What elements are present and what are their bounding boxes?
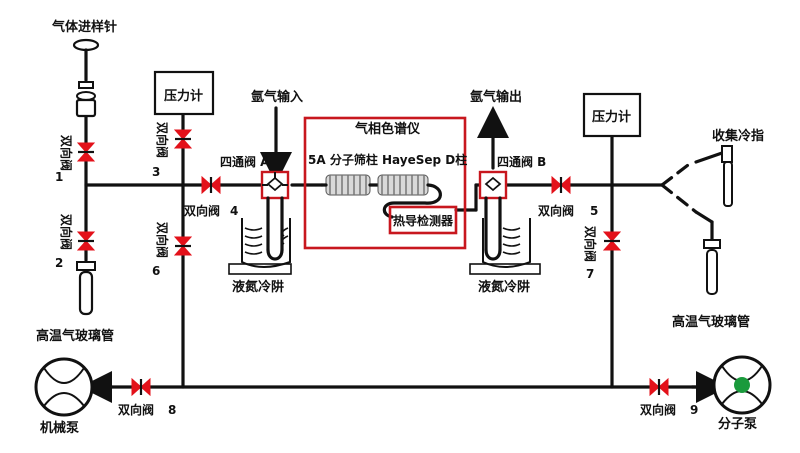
valve-2-num: 2: [55, 256, 63, 270]
mechanical-pump-label: 机械泵: [40, 420, 79, 436]
valve-3: 双向阀 3: [152, 122, 193, 179]
four-way-valve-a: 四通阀 A: [220, 154, 290, 200]
gas-inlet-needle-label: 气体进样针: [52, 19, 117, 35]
valve-5-name: 双向阀: [538, 203, 574, 218]
tcd-label: 热导检测器: [393, 213, 454, 228]
valve-2: 双向阀 2: [55, 214, 96, 270]
valve-6-num: 6: [152, 264, 160, 278]
pressure-gauge-right-label: 压力计: [592, 109, 631, 125]
valve-4: 双向阀 4: [184, 175, 238, 218]
argon-in-label: 氩气输入: [251, 89, 303, 105]
cold-trap-left: 液氮冷阱: [228, 196, 292, 295]
collect-finger-label: 收集冷指: [712, 128, 764, 144]
valve-9: 双向阀 9: [640, 377, 698, 417]
valve-9-name: 双向阀: [640, 402, 676, 417]
four-way-valve-b: 四通阀 B: [478, 154, 546, 200]
column-5a-label: 5A 分子筛柱: [308, 152, 378, 167]
cold-trap-right: 液氮冷阱: [469, 196, 541, 295]
cold-trap-left-label: 液氮冷阱: [232, 279, 284, 295]
mechanical-pump: 机械泵: [34, 357, 94, 436]
pipes: [80, 106, 728, 403]
pressure-gauge-right: 压力计: [582, 92, 642, 138]
hot-glass-tube-right-label: 高温气玻璃管: [672, 314, 750, 330]
pressure-gauge-left: 压力计: [153, 70, 215, 116]
argon-out-label: 氩气输出: [470, 89, 522, 105]
valve-2-name: 双向阀: [59, 214, 74, 250]
valve-1-num: 1: [55, 170, 63, 184]
valve-7: 双向阀 7: [583, 226, 622, 281]
valve-6: 双向阀 6: [152, 222, 193, 278]
pressure-gauge-left-label: 压力计: [164, 88, 203, 104]
gc-instrument: 气相色谱仪 5A 分子筛柱 HayeSep D柱 热导检测器: [303, 116, 467, 250]
hot-glass-tube-right: 高温气玻璃管: [672, 220, 750, 330]
valve-6-name: 双向阀: [155, 222, 170, 258]
valve-7-num: 7: [586, 267, 594, 281]
valve-4-name: 双向阀: [184, 203, 220, 218]
column-hayesep-coil: [377, 174, 429, 196]
four-way-valve-b-label: 四通阀 B: [497, 154, 546, 169]
valve-8: 双向阀 8: [118, 377, 176, 417]
hot-glass-tube-left-label: 高温气玻璃管: [36, 328, 114, 344]
four-way-valve-a-label: 四通阀 A: [220, 154, 270, 169]
valve-5: 双向阀 5: [538, 175, 598, 218]
valve-1-name: 双向阀: [59, 135, 74, 171]
collect-finger: 收集冷指: [712, 128, 764, 207]
valve-4-num: 4: [230, 204, 238, 218]
hot-glass-tube-left: 高温气玻璃管: [36, 261, 114, 344]
valve-8-name: 双向阀: [118, 402, 154, 417]
gc-label: 气相色谱仪: [355, 121, 421, 137]
column-5a-coil: [325, 174, 371, 196]
valve-8-num: 8: [168, 403, 176, 417]
valve-1: 双向阀 1: [55, 135, 96, 184]
cold-trap-right-label: 液氮冷阱: [478, 279, 530, 295]
column-hayesep-label: HayeSep D柱: [382, 152, 467, 167]
valve-3-name: 双向阀: [155, 122, 170, 158]
valve-9-num: 9: [690, 403, 698, 417]
valve-7-name: 双向阀: [583, 226, 598, 262]
molecular-pump-label: 分子泵: [718, 416, 757, 432]
gas-inlet-needle: 气体进样针: [52, 19, 117, 118]
valve-3-num: 3: [152, 165, 160, 179]
valve-5-num: 5: [590, 204, 598, 218]
molecular-pump: 分子泵: [712, 355, 772, 432]
